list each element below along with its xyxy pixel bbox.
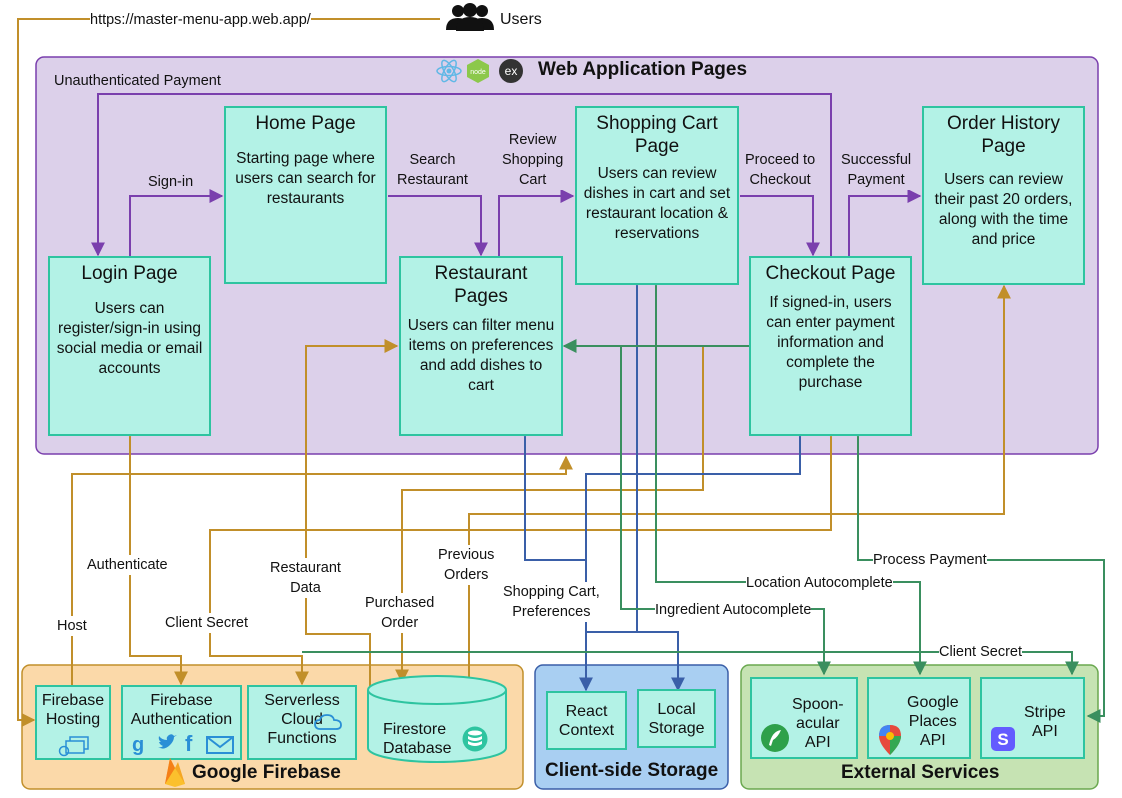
location-label: Location Autocomplete [746, 573, 893, 593]
process-payment-label: Process Payment [873, 550, 987, 570]
storage-title: Client-side Storage [545, 760, 719, 781]
users-label: Users [500, 11, 542, 28]
node-icon: node [465, 58, 491, 89]
database-icon [462, 726, 488, 757]
edge-authenticate [123, 424, 188, 686]
edge-unauth [91, 93, 832, 257]
login-page-box[interactable]: Login Page Users can register/sign-in us… [48, 256, 211, 436]
checkout-page-box[interactable]: Checkout Page If signed-in, users can en… [749, 256, 912, 436]
authenticate-label: Authenticate [87, 555, 168, 575]
edge-search [388, 195, 488, 257]
edge-client-secret-right [302, 651, 1079, 676]
home-page-desc: Starting page where users can search for… [235, 150, 376, 207]
express-icon: ex [498, 58, 524, 89]
react-icon [436, 58, 462, 89]
facebook-icon: f [185, 731, 193, 756]
external-title: External Services [841, 762, 1000, 783]
home-page-title: Home Page [255, 113, 356, 134]
react-context-box[interactable]: React Context [546, 691, 627, 750]
checkout-page-desc: If signed-in, users can enter payment in… [766, 294, 895, 391]
order-history-page-title: Order History Page [947, 113, 1060, 157]
checkout-page-title: Checkout Page [765, 263, 896, 284]
proceed-label: Proceed to Checkout [745, 150, 816, 190]
mail-icon [206, 736, 234, 759]
spoonacular-icon [760, 704, 790, 758]
edge-signin [129, 189, 224, 256]
cloud-functions-box[interactable]: Serverless Cloud Functions [247, 685, 357, 760]
cloud-icon [314, 713, 342, 736]
host-label: Host [57, 616, 87, 636]
twitter-icon [156, 733, 178, 758]
login-page-title: Login Page [81, 263, 178, 284]
shopping-cart-page-title: Shopping Cart Page [596, 113, 718, 157]
ingredient-label: Ingredient Autocomplete [655, 600, 812, 620]
app-url[interactable]: https://master-menu-app.web.app/ [90, 10, 311, 30]
search-label: Search Restaurant [397, 150, 468, 190]
order-history-page-box[interactable]: Order History Page Users can review thei… [922, 106, 1085, 285]
firebase-title: Google Firebase [192, 762, 341, 783]
svg-text:S: S [997, 730, 1008, 749]
google-icon: g [132, 734, 145, 756]
order-history-page-desc: Users can review their past 20 orders, a… [934, 171, 1073, 248]
home-page-box[interactable]: Home Page Starting page where users can … [224, 106, 387, 284]
stripe-box[interactable]: S Stripe API [980, 677, 1085, 759]
google-maps-icon [877, 705, 903, 761]
local-storage-box[interactable]: Local Storage [637, 689, 716, 748]
restaurant-pages-desc: Users can filter menu items on preferenc… [407, 317, 555, 394]
svg-text:ex: ex [505, 64, 518, 78]
users-icon [444, 2, 496, 32]
edge-process-payment [851, 424, 1105, 723]
unauth-label: Unauthenticated Payment [54, 71, 221, 91]
shopping-cart-page-desc: Users can review dishes in cart and set … [583, 165, 731, 242]
purchased-order-label: Purchased Order [365, 593, 435, 633]
edge-review [498, 189, 575, 256]
restaurant-data-label: Restaurant Data [270, 558, 341, 598]
google-places-label: Google Places API [907, 694, 959, 749]
spoonacular-box[interactable]: Spoon- acular API [750, 677, 858, 759]
stripe-icon: S [991, 708, 1015, 756]
edge-success [848, 189, 922, 256]
firebase-hosting-box[interactable]: Firebase Hosting [35, 685, 111, 760]
svg-text:node: node [470, 69, 486, 76]
hosting-icon [58, 735, 92, 762]
login-page-desc: Users can register/sign-in using social … [56, 300, 203, 377]
success-label: Successful Payment [841, 150, 912, 190]
cart-prefs-label: Shopping Cart, Preferences [503, 582, 600, 622]
firebase-auth-box[interactable]: Firebase Authentication [121, 685, 242, 760]
signin-label: Sign-in [148, 172, 194, 192]
firebase-flame-icon [162, 756, 188, 793]
restaurant-pages-box[interactable]: Restaurant Pages Users can filter menu i… [399, 256, 563, 436]
google-places-box[interactable]: Google Places API [867, 677, 971, 759]
client-secret-left-label: Client Secret [165, 613, 249, 633]
web-app-title: Web Application Pages [538, 59, 748, 80]
previous-orders-label: Previous Orders [438, 545, 495, 585]
review-label: Review Shopping Cart [502, 130, 564, 190]
edge-proceed [740, 195, 820, 257]
spoonacular-label: Spoon- acular API [792, 696, 844, 751]
shopping-cart-page-box[interactable]: Shopping Cart Page Users can review dish… [575, 106, 739, 285]
stripe-label: Stripe API [1024, 704, 1066, 740]
client-secret-right-label: Client Secret [939, 642, 1023, 662]
restaurant-pages-title: Restaurant Pages [434, 263, 528, 307]
firestore-label: Firestore Database [383, 721, 452, 757]
